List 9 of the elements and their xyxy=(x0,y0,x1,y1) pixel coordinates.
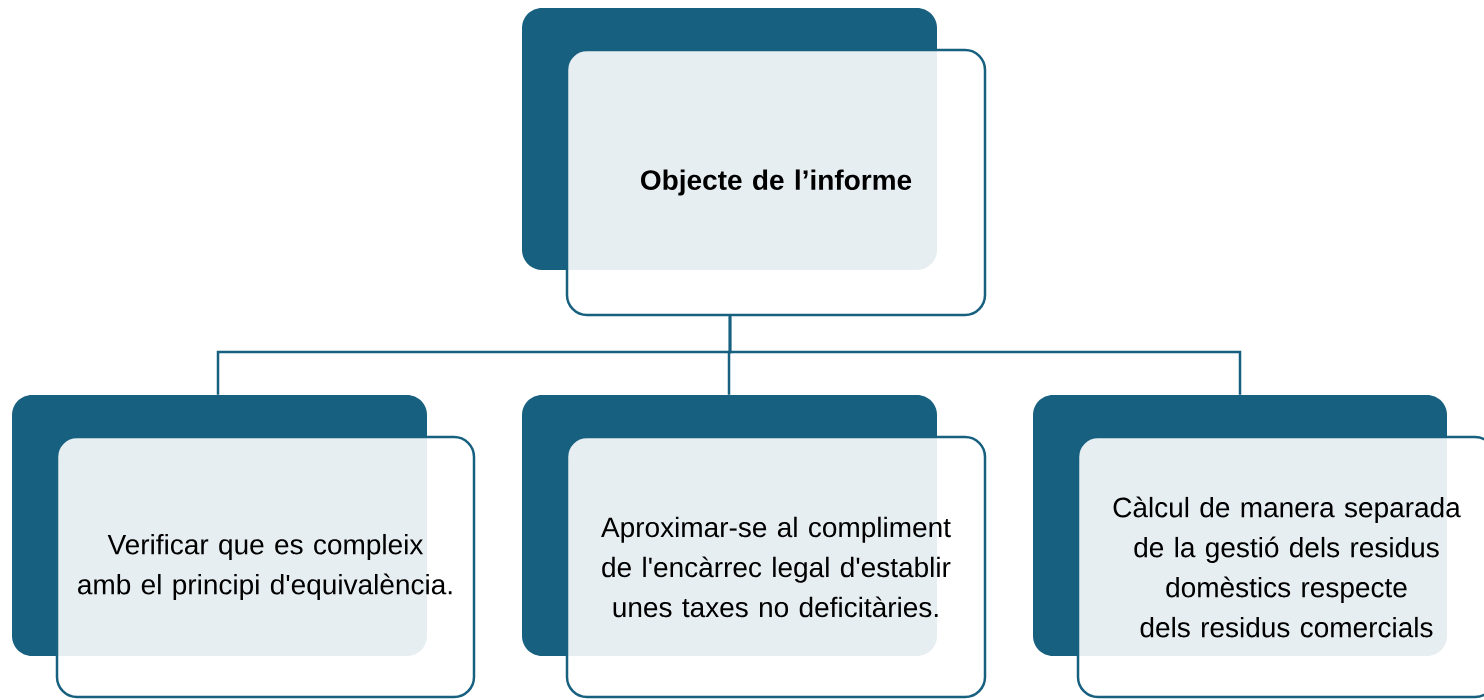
box-text: Càlcul de manera separada de la gestió dels residus domèstics respecte dels residus comercials xyxy=(1113,496,1461,638)
box-text: Aproximar-se al compliment de l'encàrrec legal d'establir unes taxes no deficitàries. xyxy=(601,516,951,618)
card-drawing xyxy=(12,395,476,699)
card-drawing xyxy=(522,8,987,317)
box-text: Objecte de l’informe xyxy=(641,169,912,196)
box-text: Verificar que es compleix amb el principi d'equivalència. xyxy=(78,533,452,601)
card-drawing xyxy=(1033,395,1484,699)
card-drawing xyxy=(522,395,987,699)
connector xyxy=(728,316,1242,395)
